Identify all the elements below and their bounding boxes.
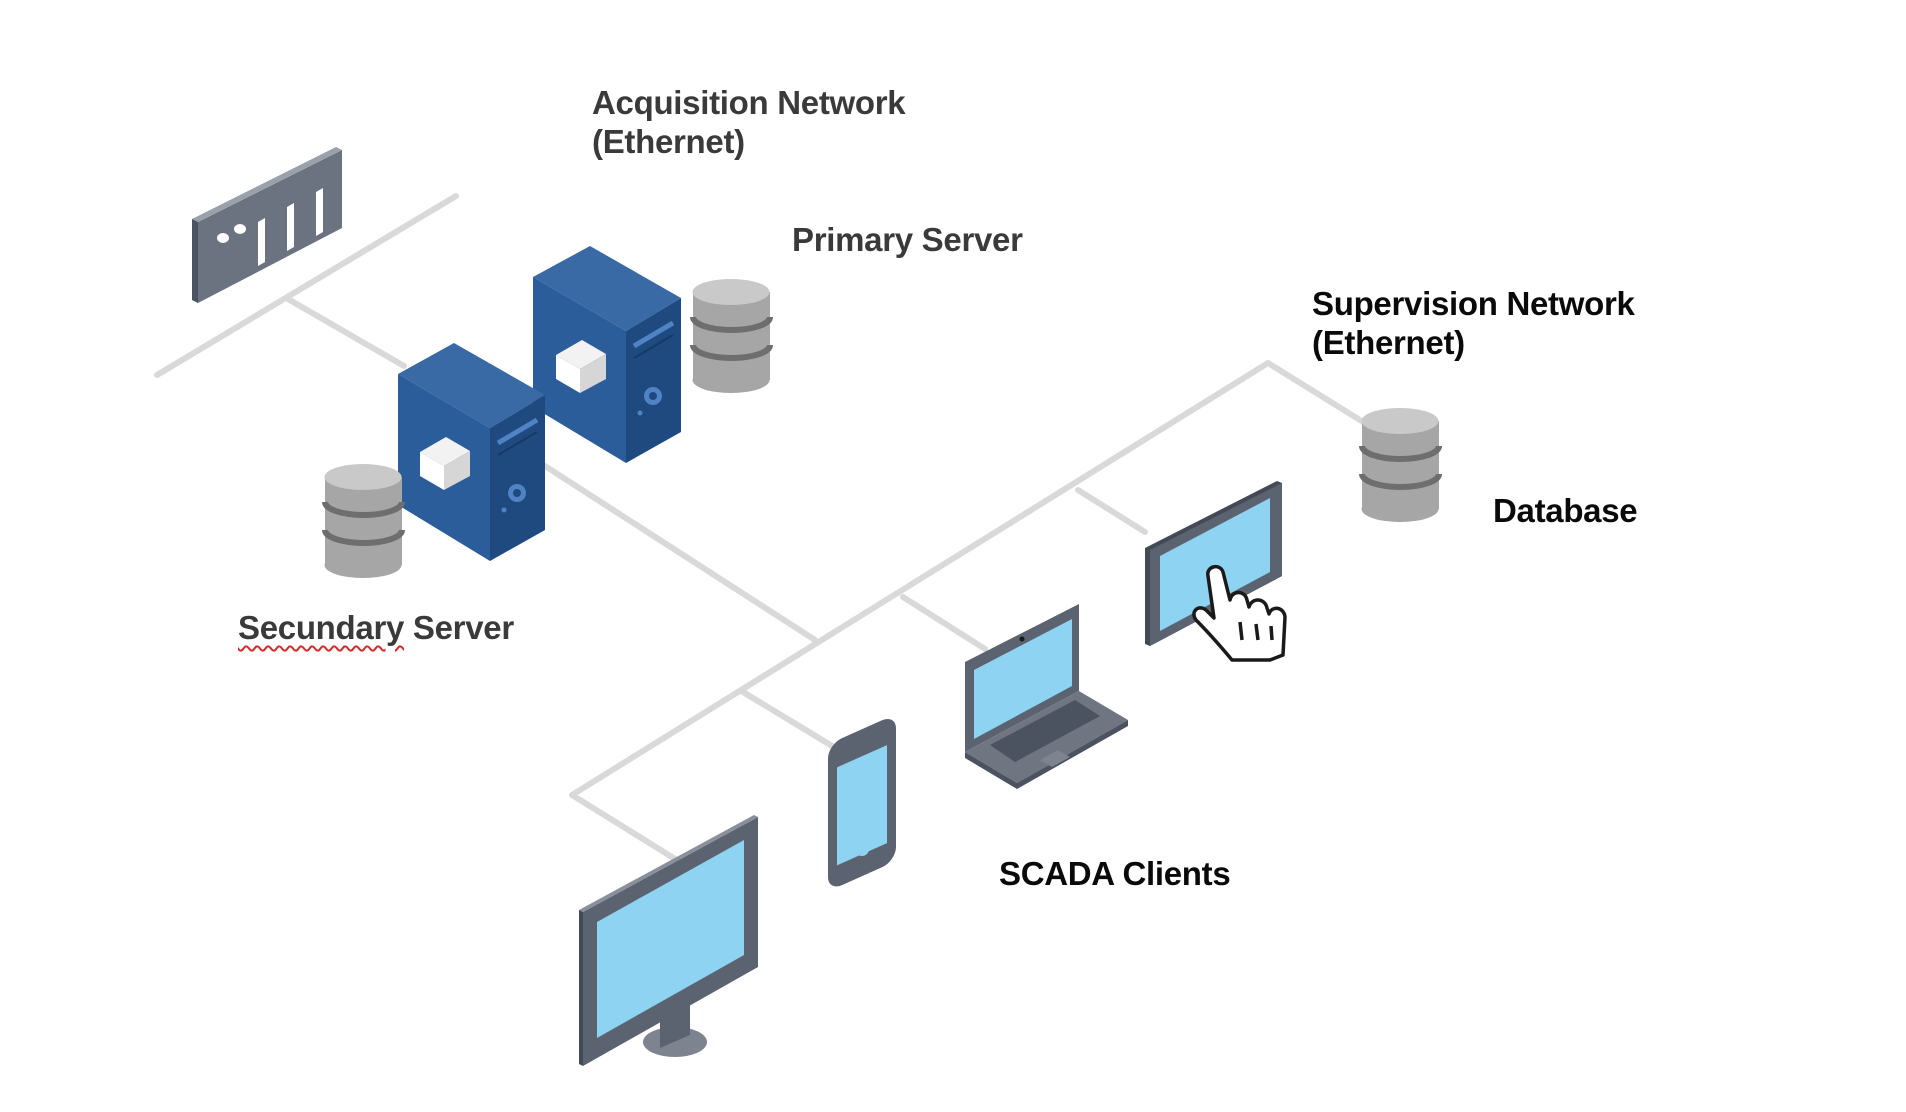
acquisition-network-bus [154,193,459,378]
supervision-network-label: Supervision Network (Ethernet) [1312,284,1635,362]
server-tower-icon [398,343,545,561]
server-tower-icon [533,246,681,463]
database-icon [1359,408,1442,522]
supervision-network-label-line2: (Ethernet) [1312,324,1465,361]
phone-drop-link [740,689,845,755]
laptop-icon [965,604,1128,789]
acquisition-network-label-line1: Acquisition Network [592,84,906,121]
database-label: Database [1493,492,1638,529]
acquisition-network-lines [154,193,818,643]
supervision-network-bus [569,360,1271,798]
acquisition-network-label-line2: (Ethernet) [592,123,745,160]
hand-pointer-icon [1192,564,1287,662]
plc-drop-link [285,296,407,369]
secondary-server-label-word2: Server [404,609,514,646]
secondary-server-label-word1: Secundary [238,609,405,646]
tablet-drop-link [1075,487,1148,535]
tablet-icon [1145,481,1282,646]
smartphone-icon [828,718,896,887]
plc-rack-icon [192,147,342,303]
servers-to-supervision-link [542,463,818,643]
database-icon [690,279,773,393]
monitor-drop-link [569,792,683,865]
primary-server-label: Primary Server [792,221,1023,258]
scada-clients-label: SCADA Clients [999,855,1231,892]
supervision-network-lines [569,360,1371,865]
database-drop-link [1265,360,1371,428]
secondary-server-label: Secundary Server [238,608,514,647]
laptop-drop-link [900,594,988,652]
supervision-network-label-line1: Supervision Network [1312,285,1635,322]
database-icon [322,464,405,578]
monitor-icon [579,815,758,1066]
acquisition-network-label: Acquisition Network (Ethernet) [592,83,906,161]
